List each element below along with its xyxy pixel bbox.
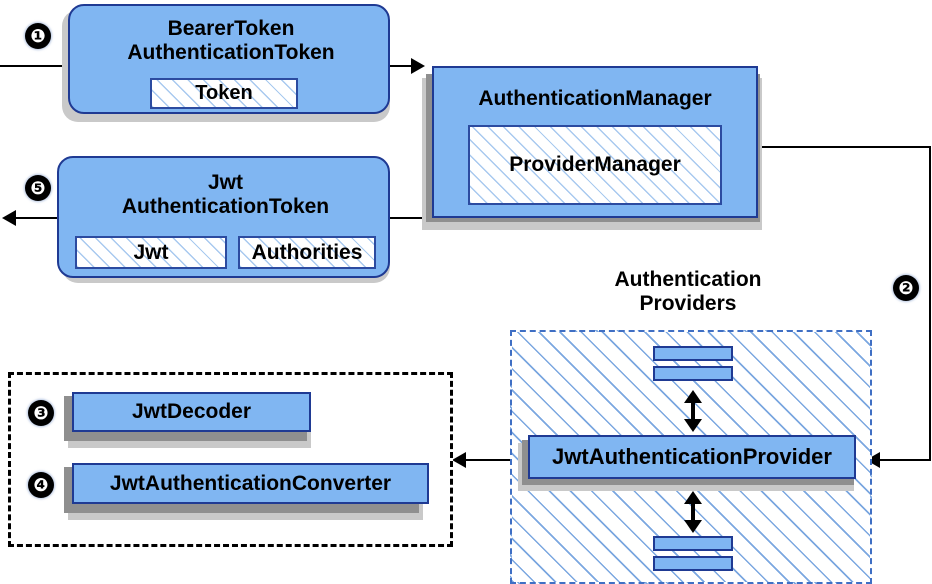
step-5-badge: ❺: [25, 175, 51, 201]
step-1-badge: ❶: [25, 23, 51, 49]
arrowhead-response-out: [2, 210, 16, 226]
jwt-authentication-token-title: Jwt AuthenticationToken: [121, 171, 330, 218]
connector-request-in: [0, 65, 72, 67]
jwt-inner-box: Jwt: [75, 236, 227, 269]
connector-provider-to-support: [462, 459, 520, 461]
step-3-badge: ❸: [28, 400, 54, 426]
bearer-token-title: BearerToken AuthenticationToken: [127, 17, 335, 64]
arrowhead-provider-down: [684, 419, 702, 432]
provider-link-top: [691, 397, 695, 421]
arrowhead-provider-down-2: [684, 520, 702, 533]
provider-bar-4: [653, 556, 733, 571]
provider-bar-3: [653, 536, 733, 551]
arrowhead-to-support: [452, 452, 466, 468]
provider-bar-2: [653, 366, 733, 381]
jwt-decoder-box[interactable]: JwtDecoder: [72, 392, 311, 432]
authentication-manager-title: AuthenticationManager: [478, 87, 712, 111]
provider-manager-inner: ProviderManager: [468, 125, 722, 205]
arrowhead-provider-up: [684, 390, 702, 403]
authentication-providers-title: Authentication Providers: [614, 268, 762, 315]
connector-manager-right: [758, 146, 931, 148]
step-4-badge: ❹: [28, 472, 54, 498]
connector-to-provider: [878, 459, 931, 461]
provider-bar-1: [653, 346, 733, 361]
connector-manager-down: [929, 146, 931, 460]
arrowhead-provider-up-2: [684, 491, 702, 504]
authorities-inner-box: Authorities: [238, 236, 376, 269]
arrowhead-to-manager: [411, 58, 425, 74]
provider-link-bottom: [691, 498, 695, 522]
jwt-authentication-provider-box[interactable]: JwtAuthenticationProvider: [528, 435, 856, 479]
connector-manager-to-jwt-token: [388, 217, 430, 219]
bearer-token-inner-token: Token: [150, 78, 298, 109]
jwt-authentication-converter-box[interactable]: JwtAuthenticationConverter: [72, 463, 429, 504]
connector-response-out: [14, 217, 72, 219]
step-2-badge: ❷: [893, 275, 919, 301]
connector-bearer-to-manager: [388, 65, 420, 67]
